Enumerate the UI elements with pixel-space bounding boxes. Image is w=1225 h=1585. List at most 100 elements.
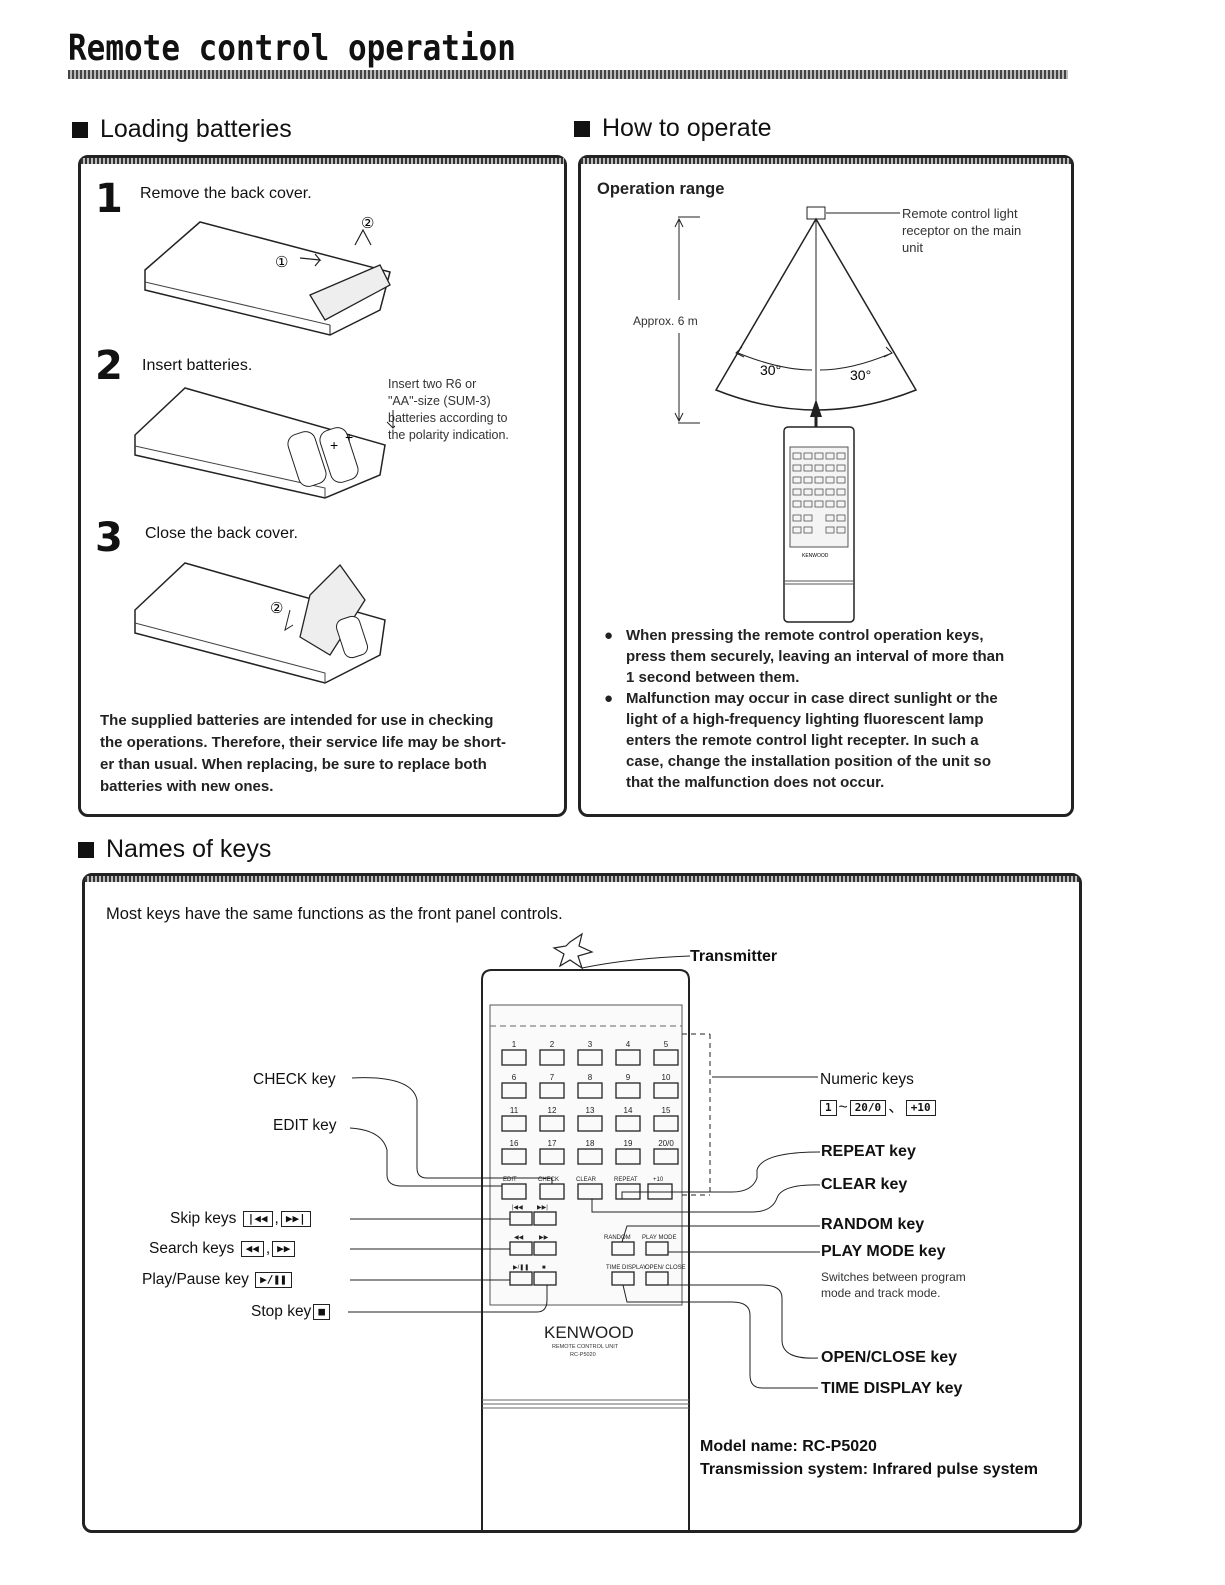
numeric-key (539, 1115, 565, 1132)
title-rule (68, 70, 1068, 79)
search-label: ◀◀ (514, 1235, 524, 1241)
play-mode-key-label: PLAY MODE key (821, 1243, 946, 1260)
numeric-keys-range: 1~20/0、+10 (818, 1095, 938, 1117)
numeric-key (615, 1148, 641, 1165)
range-tilde: ~ (838, 1099, 848, 1116)
numeric-key (653, 1115, 679, 1132)
insert-note-line: Insert two R6 or (388, 377, 477, 391)
key-1-icon: 1 (820, 1099, 837, 1116)
skip-keys-label: Skip keys |◀◀,▶▶| (170, 1210, 313, 1228)
search-back-icon: ◀◀ (240, 1240, 264, 1257)
operate-notes: ● When pressing the remote control opera… (604, 625, 1059, 793)
bullet-icon: ● (604, 627, 614, 644)
numeric-key (501, 1115, 527, 1132)
operate-note-line: When pressing the remote control operati… (626, 627, 984, 644)
angle-left: 30° (760, 362, 781, 378)
page-title: Remote control operation (68, 28, 516, 70)
operate-note-line: light of a high-frequency lighting fluor… (626, 711, 984, 728)
stop-icon: ■ (313, 1303, 330, 1320)
skip-keys-text: Skip keys (170, 1210, 237, 1227)
receptor-note-line: Remote control light (902, 206, 1018, 221)
operate-note-line: press them securely, leaving an interval… (626, 648, 1005, 665)
model-name: Model name: RC-P5020 (700, 1438, 877, 1455)
loading-box (78, 155, 567, 817)
step-3-number: 3 (95, 515, 123, 561)
names-heading: Names of keys (78, 835, 271, 864)
battery-note-line: er than usual. When replacing, be sure t… (100, 756, 487, 773)
names-heading-text: Names of keys (106, 835, 272, 863)
numeric-key-label: 4 (626, 1040, 631, 1049)
edit-key-label: EDIT key (273, 1117, 337, 1134)
angle-right: 30° (850, 367, 871, 383)
operate-note-line: case, change the installation position o… (626, 753, 992, 770)
section-square-icon (574, 120, 590, 137)
mini-remote-brand: KENWOOD (802, 553, 829, 559)
numeric-key (539, 1049, 565, 1066)
section-square-icon (78, 841, 94, 858)
circle-2-label-close: ② (270, 600, 283, 617)
numeric-keys-label: Numeric keys (820, 1071, 914, 1088)
numeric-key-label: 12 (548, 1106, 557, 1115)
receptor-note: Remote control light receptor on the mai… (902, 205, 1021, 256)
play-pause-icon: ▶/❚❚ (255, 1271, 292, 1288)
insert-note: Insert two R6 or "AA"-size (SUM-3) batte… (388, 376, 509, 444)
numeric-key-label: 3 (588, 1040, 593, 1049)
stop-key-text: Stop key (251, 1303, 312, 1320)
bullet-icon: ● (604, 690, 614, 707)
skip-back-icon: |◀◀ (242, 1210, 273, 1227)
numeric-key (577, 1082, 603, 1099)
search-keys-label: Search keys ◀◀,▶▶ (149, 1240, 297, 1258)
numeric-key (539, 1148, 565, 1165)
operate-note-line: Malfunction may occur in case direct sun… (626, 690, 998, 707)
numeric-key (615, 1115, 641, 1132)
numeric-key (615, 1049, 641, 1066)
search-label: ▶▶ (539, 1235, 549, 1241)
names-intro: Most keys have the same functions as the… (106, 905, 563, 923)
numeric-key-label: 20/0 (658, 1139, 674, 1148)
range-sep: 、 (888, 1099, 904, 1116)
battery-note: The supplied batteries are intended for … (100, 710, 550, 798)
play-pause-key-label: Play/Pause key ▶/❚❚ (142, 1271, 294, 1289)
step-1-text: Remove the back cover. (140, 185, 312, 202)
operate-note-line: that the malfunction does not occur. (626, 774, 885, 791)
numeric-key-label: 7 (550, 1073, 555, 1082)
skip-label: |◀◀ (512, 1205, 523, 1211)
numeric-key-label: 9 (626, 1073, 631, 1082)
disp-label: OPEN/ CLOSE (645, 1265, 686, 1271)
insert-note-line: "AA"-size (SUM-3) (388, 394, 491, 408)
transmission-system: Transmission system: Infrared pulse syst… (700, 1461, 1038, 1478)
separator: , (274, 1210, 279, 1227)
close-cover-illustration: ② (134, 562, 386, 684)
numeric-key-label: 16 (510, 1139, 519, 1148)
numeric-key-label: 14 (624, 1106, 633, 1115)
numeric-key (501, 1082, 527, 1099)
operate-heading-text: How to operate (602, 114, 772, 142)
numeric-key-label: 17 (548, 1139, 557, 1148)
numeric-key-label: 2 (550, 1040, 555, 1049)
stop-key-label: Stop key■ (251, 1303, 332, 1321)
remove-cover-illustration: ① ② (144, 215, 391, 336)
box-top-rule (85, 876, 1079, 882)
skip-forward-icon: ▶▶| (280, 1210, 311, 1227)
insert-batteries-illustration: + + (134, 387, 395, 499)
key-20-0-icon: 20/0 (849, 1099, 887, 1116)
func-label: CHECK (538, 1177, 559, 1183)
time-display-key-label: TIME DISPLAY key (821, 1380, 963, 1397)
play-mode-note-line: Switches between program (821, 1270, 966, 1284)
circle-2-label: ② (361, 215, 374, 232)
numeric-key (577, 1115, 603, 1132)
numeric-key (653, 1082, 679, 1099)
func-label: CLEAR (576, 1177, 597, 1183)
open-close-key-label: OPEN/CLOSE key (821, 1349, 958, 1366)
func-label: EDIT (503, 1177, 517, 1183)
insert-note-line: batteries according to (388, 411, 508, 425)
numeric-key-label: 15 (662, 1106, 671, 1115)
operate-note-2: ● Malfunction may occur in case direct s… (604, 688, 1059, 793)
repeat-key-label: REPEAT key (821, 1143, 916, 1160)
transmitter-label: Transmitter (690, 948, 778, 965)
numeric-key-label: 19 (624, 1139, 633, 1148)
play-label: ■ (542, 1265, 546, 1271)
separator: , (265, 1240, 271, 1257)
numeric-key (539, 1082, 565, 1099)
